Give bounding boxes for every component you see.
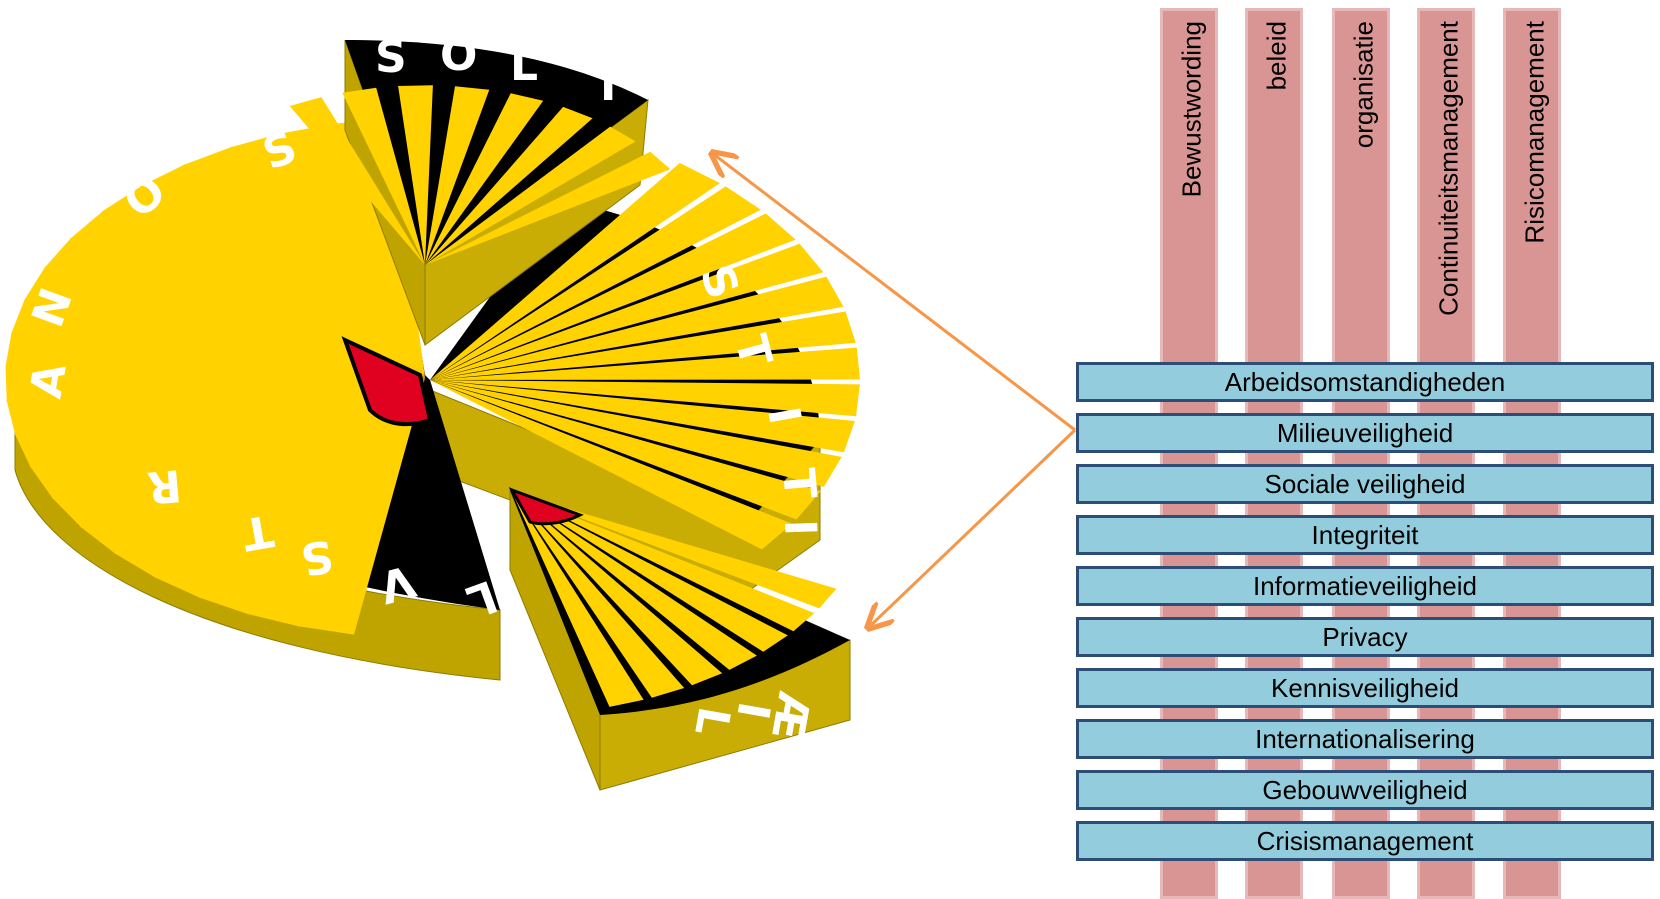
sun-ray [51,378,425,529]
sun-ray [153,378,425,599]
row-internationalisering: Internationalisering [1076,719,1654,759]
row-integriteit: Integriteit [1076,515,1654,555]
sun-ray [512,492,685,698]
row-informatieveiligheid: Informatieveiligheid [1076,566,1654,606]
sun-ray [182,146,425,378]
ring-letter: I [774,519,826,537]
sun-ray [11,298,425,378]
column-beleid: beleid [1245,8,1303,899]
sun-ray [430,380,842,487]
row-milieuveiligheid: Milieuveiligheid [1076,413,1654,453]
sun-ray [512,492,815,632]
sun-ray [512,492,644,707]
column-risicomanagement: Risicomanagement [1503,8,1561,899]
bottom-shield-fragment [508,487,584,526]
column-label: organisatie [1348,21,1379,149]
sun-ray [512,492,757,670]
sun-ray [512,492,723,686]
ring-letter: Æ [761,688,820,744]
ring-letter: O [440,30,477,81]
row-kennisveiligheid: Kennisveiligheid [1076,668,1654,708]
row-crisismanagement: Crisismanagement [1076,821,1654,861]
sun-ray [69,209,426,378]
sun-ray [139,164,426,378]
column-organisatie: organisatie [1332,8,1390,899]
column-label: Risicomanagement [1519,21,1550,244]
sun-ray [289,97,425,265]
sun-ray [425,151,671,265]
sun-ray [114,378,425,579]
column-bewustwording: Bewustwording [1160,8,1218,899]
ring-letter: R [145,459,183,513]
sun-ray [512,492,837,609]
sun-ray [430,380,821,520]
sun-ray [430,163,720,380]
row-arbeidsomstandigheden: Arbeidsomstandigheden [1076,362,1654,402]
sun-ray [425,86,490,265]
column-continuiteitsmanagement: Continuiteitsmanagement [1417,8,1475,899]
sun-ray [425,106,593,266]
sun-ray [512,492,788,652]
sun-ray [398,85,433,265]
sun-ray [197,378,425,615]
sun-ray [425,126,636,265]
sun-ray [229,132,425,378]
sun-rays [5,118,860,635]
sun-ray [279,123,425,378]
ring-letter: I [600,60,616,111]
sun-ray [425,93,544,265]
top-slice-rays [289,85,671,266]
row-gebouwveiligheid: Gebouwveiligheid [1076,770,1654,810]
sun-ray [430,213,796,380]
row-privacy: Privacy [1076,617,1654,657]
row-sociale-veiligheid: Sociale veiligheid [1076,464,1654,504]
sun-ray [5,365,425,402]
sun-ray [79,378,426,555]
sun-ray [430,380,855,453]
sun-ray [6,378,426,436]
sun-ray [430,186,761,380]
bottom-slice-rays [512,492,837,707]
shield-icon [341,336,433,427]
ring-letter: T [772,467,825,501]
sun-ray [342,87,425,265]
column-label: Continuiteitsmanagement [1433,21,1464,316]
sun-ray [14,378,425,469]
sun-ray [296,378,425,635]
column-label: Bewustwording [1176,21,1207,198]
sun-ray [43,237,425,378]
sun-ray [23,266,426,378]
ring-letter: S [375,32,407,83]
sun-ray [102,185,425,378]
sun-ray [430,380,793,550]
sun-ray [29,378,425,500]
column-label: beleid [1261,21,1292,91]
ring-letter: L [510,40,538,91]
sun-ray [332,118,425,378]
sun-ray [245,378,425,627]
